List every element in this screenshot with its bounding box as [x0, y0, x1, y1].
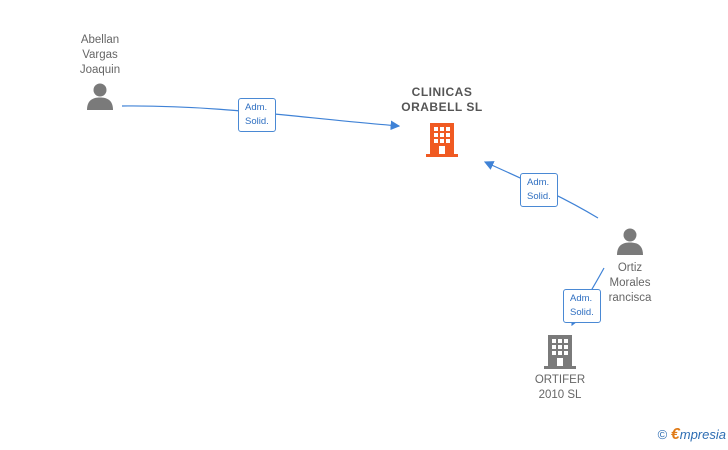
- person-name: Ortiz Morales rancisca: [608, 262, 652, 304]
- company-name: CLINICAS ORABELL SL: [401, 85, 483, 114]
- building-icon: [544, 335, 576, 369]
- building-icon: [426, 123, 458, 157]
- person-icon: [617, 228, 643, 255]
- company-node-ortifer[interactable]: ORTIFER 2010 SL: [520, 333, 600, 403]
- company-node-clinicas-orabell[interactable]: CLINICAS ORABELL SL: [382, 85, 502, 157]
- brand-name: mpresia: [679, 427, 726, 442]
- person-node-abellan[interactable]: Abellan Vargas Joaquin: [60, 33, 140, 111]
- company-name: ORTIFER 2010 SL: [534, 374, 586, 401]
- copyright-icon: ©: [657, 427, 668, 442]
- edge-label-role[interactable]: Adm. Solid.: [520, 173, 558, 207]
- empresia-logo-mark: €: [670, 426, 680, 443]
- edge-label-role[interactable]: Adm. Solid.: [563, 289, 601, 323]
- edge-label-role[interactable]: Adm. Solid.: [238, 98, 276, 132]
- person-name: Abellan Vargas Joaquin: [79, 34, 121, 76]
- person-icon: [87, 83, 113, 110]
- person-node-ortiz[interactable]: Ortiz Morales rancisca: [590, 226, 670, 306]
- footer-branding: © €mpresia: [658, 426, 726, 444]
